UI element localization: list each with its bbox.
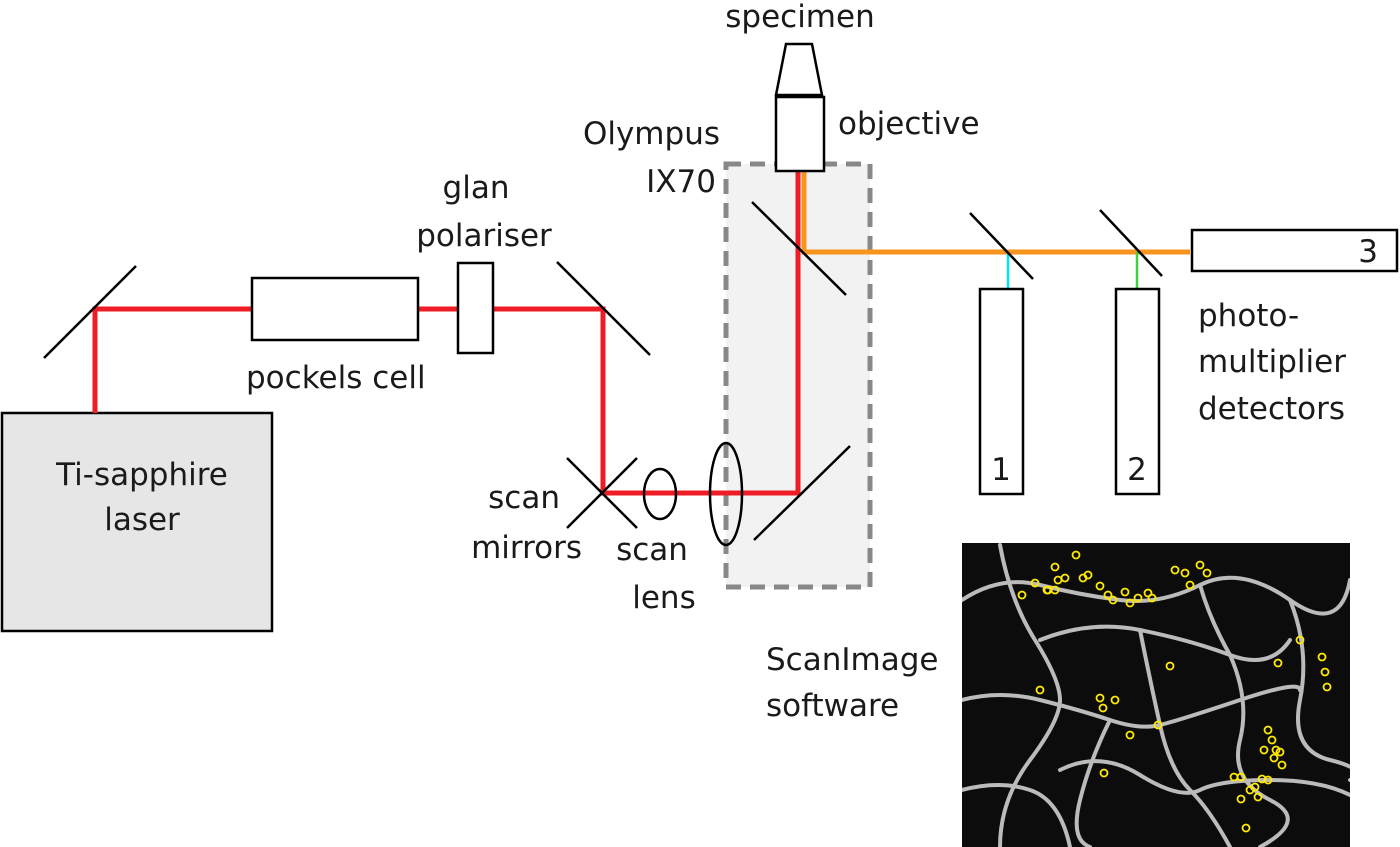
- roi-marker: [1275, 747, 1285, 757]
- objective-label: objective: [838, 106, 980, 142]
- roi-marker: [1133, 593, 1143, 603]
- laser-label-line2: laser: [104, 502, 180, 538]
- pockels-cell: [250, 276, 420, 342]
- roi-marker: [1170, 565, 1180, 575]
- roi-marker: [1295, 635, 1305, 645]
- excitation-beam: [92, 172, 801, 496]
- scan-lens-small: [642, 467, 678, 521]
- specimen-label: specimen: [725, 0, 874, 35]
- scan-lens-label-line2: lens: [632, 580, 695, 616]
- microscope-mirror-lower: [753, 445, 851, 541]
- pockels-label: pockels cell: [246, 360, 426, 396]
- roi-marker: [1320, 667, 1330, 677]
- cell-membrane: [1138, 628, 1232, 847]
- roi-marker: [1050, 585, 1060, 595]
- roi-marker: [1277, 760, 1287, 770]
- mirror-2: [556, 261, 651, 356]
- roi-marker: [1263, 775, 1273, 785]
- roi-marker: [1017, 590, 1027, 600]
- specimen-cone: [774, 42, 824, 97]
- roi-marker: [1095, 693, 1105, 703]
- roi-marker: [1153, 720, 1163, 730]
- roi-marker: [1125, 730, 1135, 740]
- glan-polariser: [456, 261, 495, 355]
- cell-membrane: [1074, 718, 1112, 847]
- cell-membrane: [962, 575, 1350, 616]
- roi-marker: [1035, 685, 1045, 695]
- roi-marker: [1108, 595, 1118, 605]
- mirror-1: [43, 265, 137, 359]
- microscope-label-line2: IX70: [646, 164, 716, 200]
- roi-marker: [1071, 550, 1081, 560]
- objective-body: [774, 95, 826, 173]
- roi-marker: [1195, 560, 1205, 570]
- roi-marker: [1273, 658, 1283, 668]
- detectors-label-line3: detectors: [1198, 391, 1345, 427]
- roi-marker: [1125, 598, 1135, 608]
- roi-marker: [1147, 593, 1157, 603]
- scan-mirrors-label-line2: mirrors: [471, 530, 582, 566]
- cell-membrane: [1038, 624, 1292, 662]
- roi-marker: [1110, 695, 1120, 705]
- detector-2: [1114, 287, 1161, 496]
- roi-marker: [1030, 578, 1040, 588]
- microscope-label-line1: Olympus: [583, 116, 720, 152]
- glan-label-line1: glan: [443, 170, 510, 206]
- detectors-label-line1: photo-: [1198, 298, 1299, 334]
- roi-marker: [1263, 725, 1273, 735]
- roi-marker: [1322, 682, 1332, 692]
- dichroic-1: [969, 212, 1034, 280]
- cell-membrane: [962, 783, 1072, 847]
- roi-marker: [1259, 745, 1269, 755]
- detector-1: [978, 287, 1025, 496]
- software-label-line2: software: [766, 688, 899, 724]
- roi-marker: [1269, 753, 1279, 763]
- roi-marker: [1060, 573, 1070, 583]
- roi-marker: [1253, 792, 1263, 802]
- cell-membrane: [1228, 653, 1290, 847]
- roi-marker: [1103, 590, 1113, 600]
- cell-membrane: [1198, 583, 1232, 657]
- laser-label-line1: Ti-sapphire: [55, 457, 228, 493]
- detectors-label-line2: multiplier: [1198, 344, 1346, 380]
- scan-mirror-b: [566, 457, 638, 529]
- cell-membrane: [962, 684, 1302, 729]
- tube-lens: [708, 441, 744, 547]
- detector-1-number: 1: [991, 452, 1011, 488]
- detector-3: [1190, 228, 1399, 273]
- roi-marker: [1120, 587, 1130, 597]
- roi-marker: [1267, 735, 1277, 745]
- roi-marker: [1236, 772, 1246, 782]
- dichroic-2: [1099, 209, 1163, 277]
- roi-marker: [1241, 823, 1251, 833]
- detector-3-number: 3: [1358, 234, 1378, 270]
- roi-marker: [1180, 568, 1190, 578]
- roi-marker: [1083, 570, 1093, 580]
- roi-marker: [1236, 794, 1246, 804]
- dichroic-mirror: [751, 201, 847, 296]
- roi-marker: [1165, 661, 1175, 671]
- scanimage-image: [962, 543, 1350, 847]
- glan-label-line2: polariser: [416, 218, 552, 254]
- scan-lens-label-line1: scan: [616, 532, 688, 568]
- roi-marker: [1098, 703, 1108, 713]
- roi-marker: [1099, 768, 1109, 778]
- detector-2-number: 2: [1127, 452, 1147, 488]
- roi-marker: [1317, 652, 1327, 662]
- scan-mirrors-label-line1: scan: [488, 480, 560, 516]
- roi-marker: [1095, 581, 1105, 591]
- laser-box: [0, 411, 274, 633]
- software-label-line1: ScanImage: [766, 642, 938, 678]
- roi-marker: [1050, 562, 1060, 572]
- roi-marker: [1245, 785, 1255, 795]
- cell-membrane: [1058, 759, 1350, 797]
- roi-marker: [1185, 580, 1195, 590]
- roi-marker: [1202, 568, 1212, 578]
